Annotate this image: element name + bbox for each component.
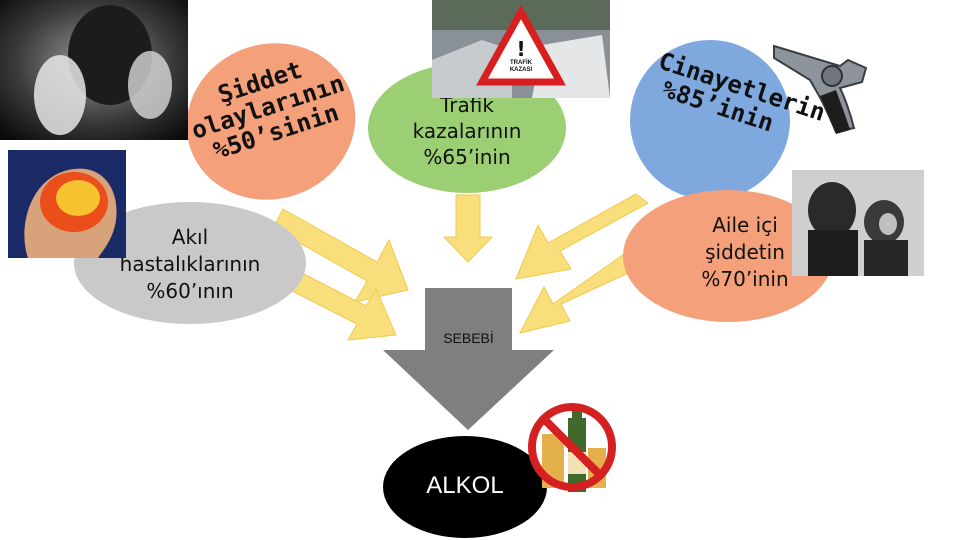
family-violence-photo	[792, 170, 924, 276]
trafik-sign-line2: KAZASI	[502, 67, 540, 74]
trafik-sign-text: TRAFİK KAZASI	[502, 60, 540, 74]
brain-photo	[8, 150, 126, 258]
trafik-label: Trafik kazalarının %65’inin	[372, 92, 562, 170]
violence-photo	[0, 0, 188, 140]
trafik-line3: %65’inin	[372, 144, 562, 170]
trafik-sign-line1: TRAFİK	[502, 60, 540, 67]
arrow-trafik-to-center	[444, 195, 492, 262]
trafik-line2: kazalarının	[372, 118, 562, 144]
sebebi-label: SEBEBİ	[425, 330, 512, 346]
traffic-accident-photo: ! TRAFİK KAZASI	[432, 0, 610, 98]
revolver-image	[770, 30, 882, 142]
akil-line3: %60’ının	[84, 278, 296, 305]
no-alcohol-icon	[524, 394, 620, 500]
alkol-label: ALKOL	[383, 472, 547, 500]
svg-text:!: !	[516, 37, 525, 61]
